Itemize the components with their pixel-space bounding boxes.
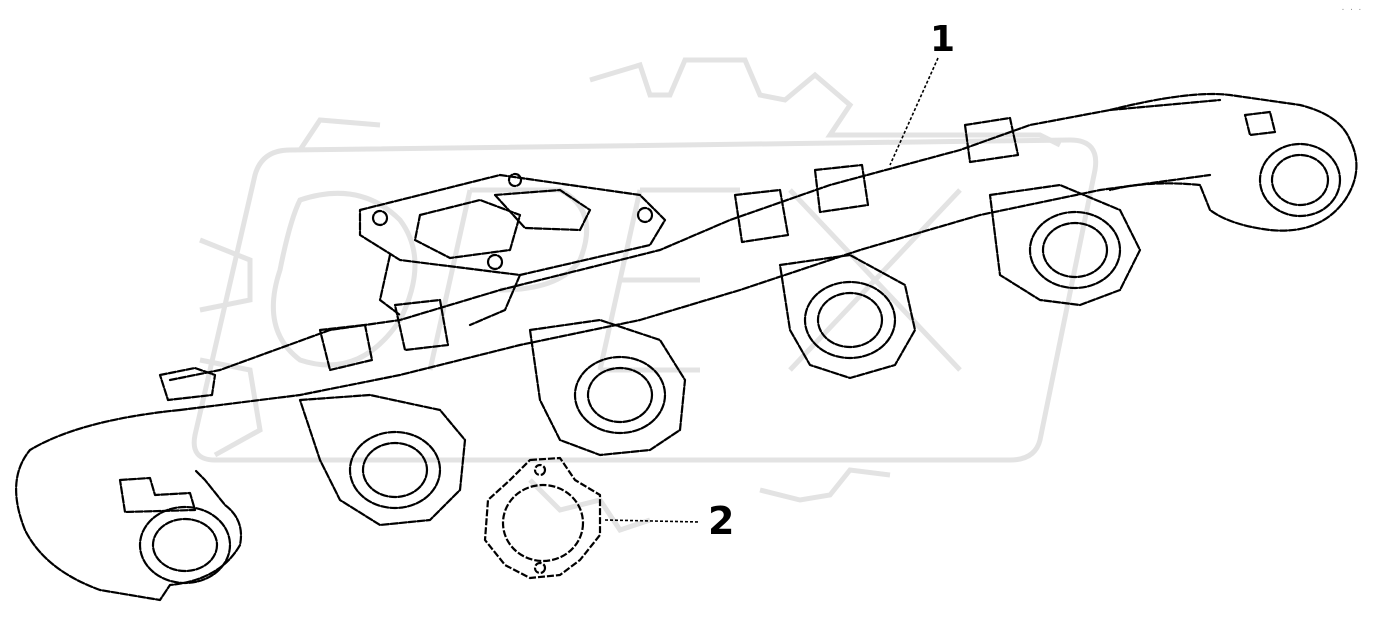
leader-lines	[604, 57, 939, 523]
gasket-bolt-hole	[533, 561, 547, 575]
manifold-boss	[963, 116, 1020, 164]
manifold-boss	[813, 163, 870, 214]
manifold-turbo-flange	[358, 173, 667, 277]
leader-line-2	[604, 519, 701, 523]
manifold-port-flange	[528, 318, 687, 457]
watermark-letter-e	[597, 187, 740, 373]
manifold-boss	[393, 298, 450, 352]
manifold-turbo-flange-opening	[413, 198, 522, 260]
manifold-port-opening-inner	[361, 441, 429, 499]
gasket	[483, 456, 602, 580]
manifold-left-stud	[118, 476, 197, 514]
gasket-opening	[501, 483, 585, 563]
manifold-port-flange	[988, 183, 1142, 307]
manifold-right-port	[1258, 142, 1342, 218]
manifold-right-port-inner	[1270, 153, 1330, 207]
manifold-turbo-flange-opening-2	[493, 188, 592, 232]
manifold-port-opening	[1028, 210, 1122, 290]
callout-label-1: 1	[930, 19, 956, 60]
leader-line-1	[889, 57, 939, 166]
manifold-boss	[158, 366, 217, 402]
watermark-frame	[191, 137, 1099, 463]
manifold-boss	[733, 188, 790, 244]
manifold-port-opening	[803, 280, 897, 360]
gasket-outline	[483, 456, 602, 580]
watermark-letter-x	[788, 188, 962, 372]
manifold-port-opening	[573, 355, 667, 435]
manifold-turbo-neck	[378, 253, 522, 327]
flange-bolt-hole	[636, 206, 654, 224]
manifold-left-port-inner	[151, 517, 219, 573]
flange-bolt-hole	[371, 209, 389, 227]
manifold-left-port	[138, 505, 232, 585]
corner-mark: · · ·	[1340, 6, 1362, 14]
callout-label-2: 2	[708, 499, 735, 543]
watermark-letter-o	[270, 190, 418, 368]
manifold-port-flange	[778, 253, 917, 380]
manifold-runner-bottom	[178, 173, 1212, 412]
manifold-boss	[318, 323, 374, 372]
watermark-logo	[191, 57, 1099, 533]
manifold-right-stud	[1243, 110, 1277, 137]
gasket-bolt-hole	[533, 463, 547, 477]
manifold-port-opening-inner	[816, 291, 884, 349]
manifold-port-opening-inner	[586, 366, 654, 424]
flange-bolt-hole	[486, 253, 504, 271]
manifold-runner-top	[168, 98, 1222, 382]
manifold-port-flange	[298, 393, 467, 527]
manifold-port-opening	[348, 430, 442, 510]
manifold-port-opening-inner	[1041, 221, 1109, 279]
manifold-right-elbow	[1108, 92, 1358, 232]
exhaust-manifold	[15, 92, 1358, 602]
manifold-left-elbow	[15, 408, 243, 602]
watermark-letter-p	[427, 187, 590, 371]
flange-bolt-hole	[507, 172, 523, 188]
